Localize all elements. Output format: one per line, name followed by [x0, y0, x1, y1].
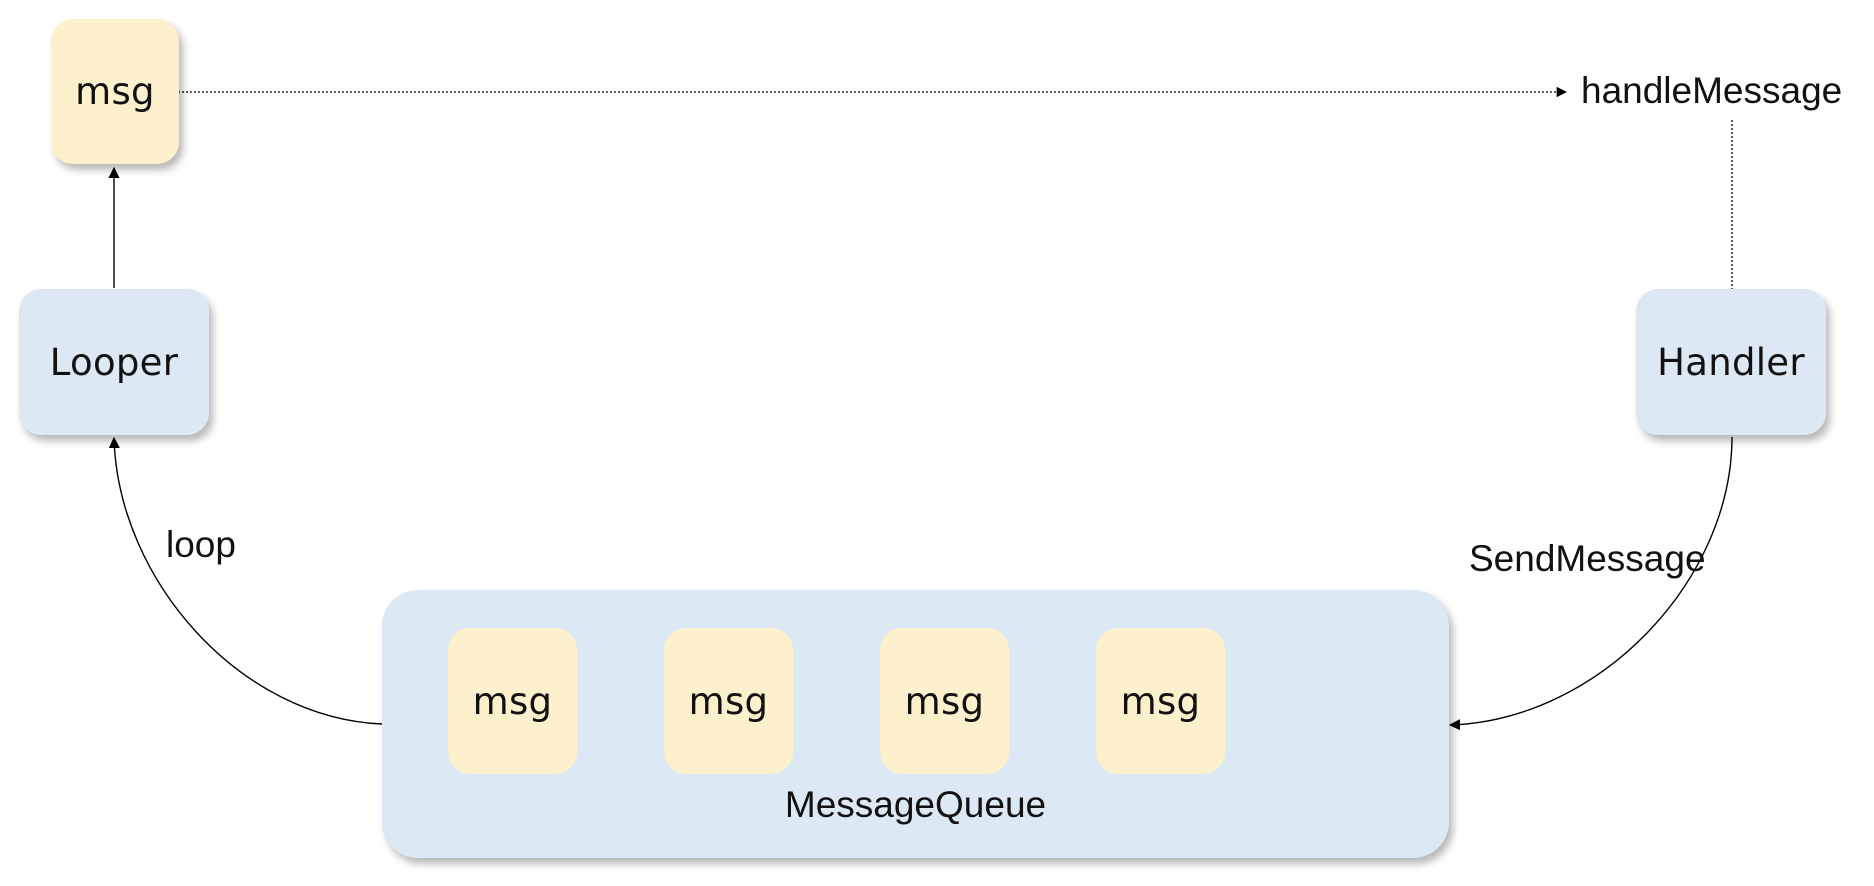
queue-msg-label: msg [688, 679, 769, 723]
message-queue-title: MessageQueue [784, 784, 1047, 825]
handler-label: Handler [1657, 340, 1805, 384]
dispatched-msg-node: msg [51, 19, 179, 164]
looper-node: Looper [19, 289, 209, 435]
looper-label: Looper [49, 340, 179, 384]
dispatched-msg-label: msg [75, 70, 155, 113]
queue-msg-node: msg [880, 628, 1009, 774]
handler-node: Handler [1636, 289, 1826, 435]
send-message-label: SendMessage [1469, 538, 1706, 579]
queue-msg-label: msg [472, 679, 553, 723]
queue-msg-node: msg [448, 628, 577, 774]
queue-msg-node: msg [664, 628, 793, 774]
queue-msg-label: msg [1120, 679, 1201, 723]
queue-msg-node: msg [1096, 628, 1225, 774]
queue-msg-label: msg [904, 679, 985, 723]
handle-message-label: handleMessage [1581, 70, 1843, 111]
message-queue-node: msg msg msg msg MessageQueue [382, 590, 1449, 858]
loop-label: loop [166, 524, 236, 565]
send-message-arrow [1448, 436, 1733, 731]
loop-arrow [108, 436, 383, 725]
